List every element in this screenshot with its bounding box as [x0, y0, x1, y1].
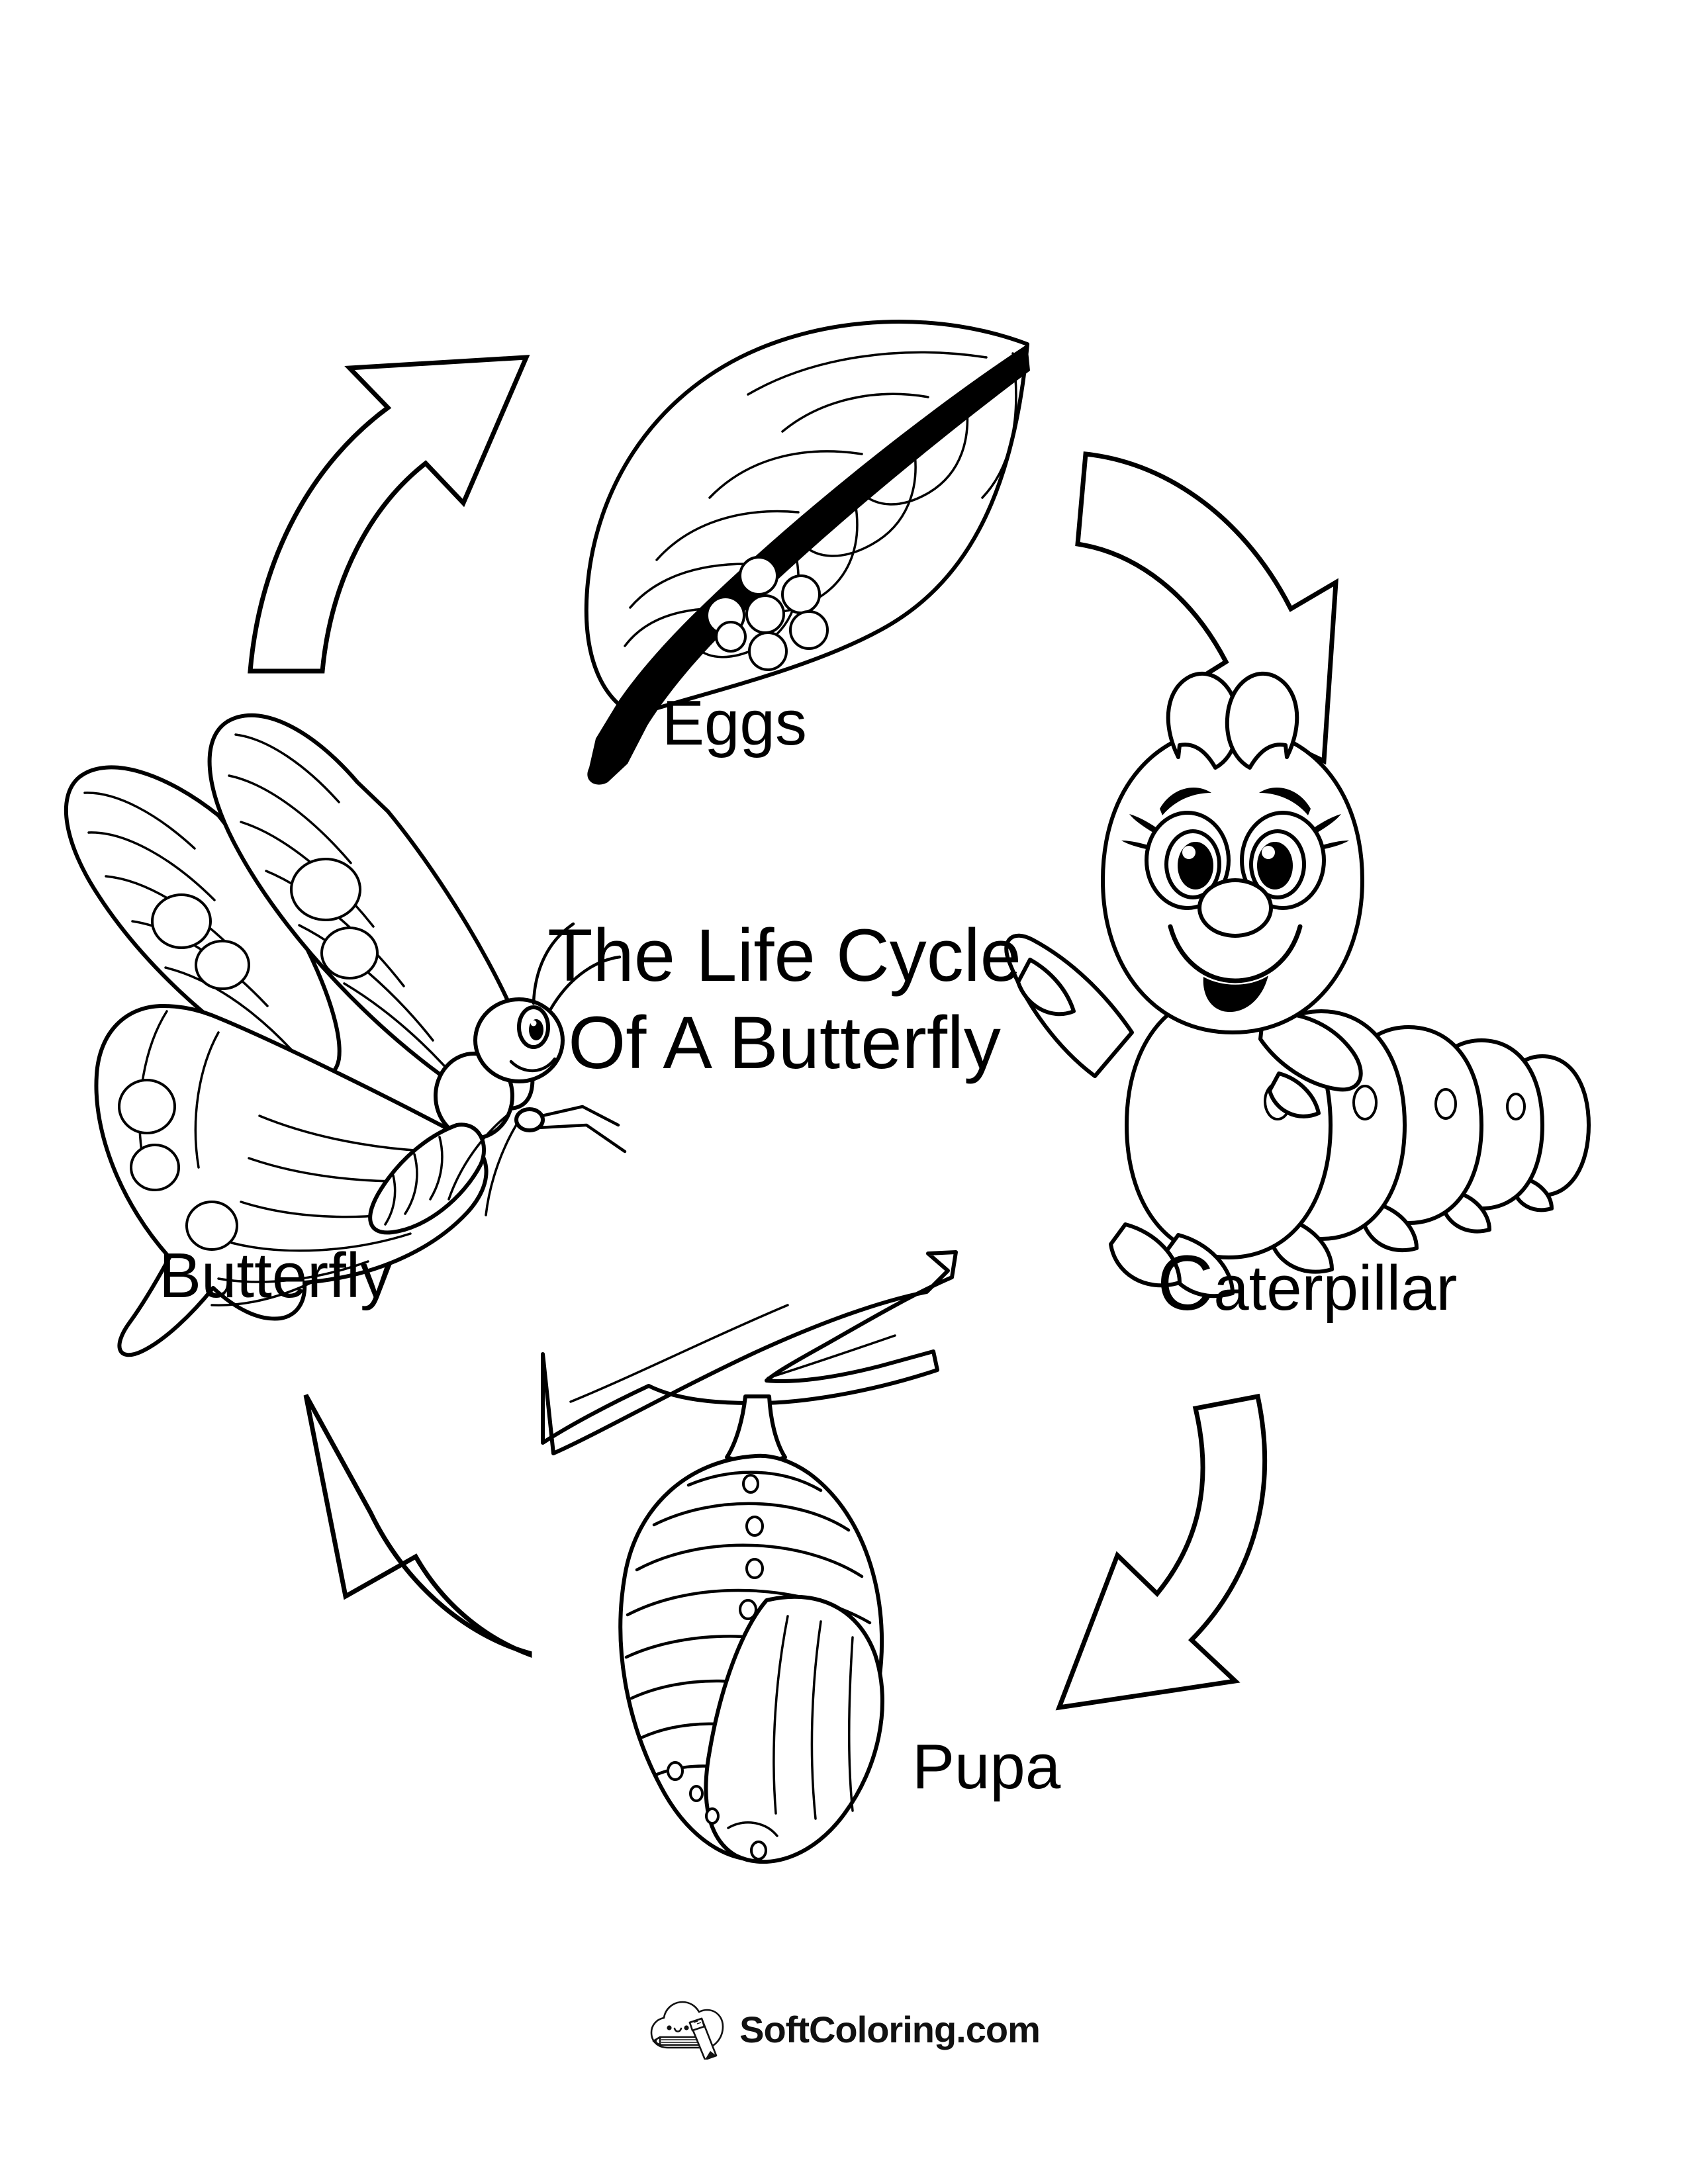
title-line-2: Of A Butterfly	[568, 1001, 1001, 1085]
stage-label-caterpillar-initial: C	[1157, 1240, 1214, 1327]
stage-label-pupa: Pupa	[912, 1731, 1061, 1802]
page-title: The Life Cycle Of A Butterfly	[487, 912, 1082, 1087]
butterfly-icon	[64, 713, 627, 1357]
arrow-caterpillar-to-pupa	[1055, 1393, 1268, 1711]
pupa-on-branch-icon	[541, 1250, 958, 1864]
arrow-butterfly-to-eggs	[248, 355, 530, 674]
brand-name: SoftColoring.com	[739, 2008, 1041, 2050]
caterpillar-icon	[1004, 671, 1591, 1298]
arrow-pupa-to-butterfly	[303, 1394, 532, 1659]
leaf-with-eggs-icon	[584, 320, 1030, 785]
stage-label-eggs: Eggs	[662, 688, 807, 758]
stage-label-caterpillar-rest: aterpillar	[1213, 1253, 1458, 1324]
stage-label-butterfly: Butterfly	[159, 1240, 393, 1311]
stage-label-caterpillar: Caterpillar	[1157, 1244, 1457, 1322]
cloud-with-pencil-icon	[650, 2001, 724, 2060]
title-line-1: The Life Cycle	[547, 914, 1021, 997]
footer-branding: SoftColoring.com	[0, 1999, 1688, 2060]
